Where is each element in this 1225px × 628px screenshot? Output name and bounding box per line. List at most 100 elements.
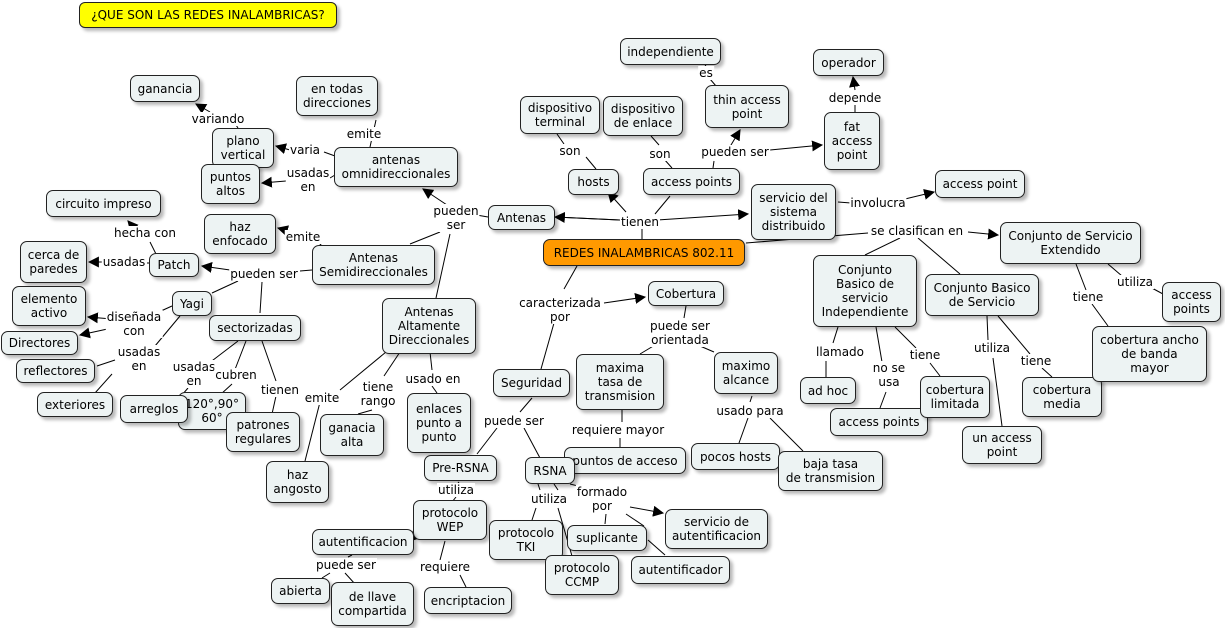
node-puntos-de-acceso[interactable]: puntos de acceso [564,447,686,474]
node-operador[interactable]: operador [813,49,884,76]
node-servicio-de-autentificacion[interactable]: servicio de autentificacion [665,509,768,549]
link-label-puede-ser: puede ser [315,558,377,572]
node-un-access-point[interactable]: un access point [962,426,1042,464]
node-120-90-60[interactable]: 120°,90° 60° [178,392,246,430]
node-reflectores[interactable]: reflectores [16,359,95,383]
node-conjunto-basico-de-servicio[interactable]: Conjunto Basico de Servicio [925,274,1039,316]
link-label-es: es [698,66,714,80]
node-enlaces-punto-a-punto[interactable]: enlaces punto a punto [407,393,471,453]
link-label-tiene: tiene [1019,354,1053,368]
link-label-emite: emite [303,391,341,405]
node-cobertura-ancho-banda-mayor[interactable]: cobertura ancho de banda mayor [1092,326,1207,382]
node-cobertura[interactable]: Cobertura [648,281,724,306]
node-access-point-involucra[interactable]: access point [935,170,1025,198]
link-label-usadas: usadas [101,255,147,269]
node-protocolo-tki[interactable]: protocolo TKI [489,520,563,560]
node-baja-tasa-transmision[interactable]: baja tasa de transmision [778,451,883,491]
link-label-formado-por: formado por [575,485,629,513]
node-elemento-activo[interactable]: elemento activo [12,286,86,326]
node-puntos-altos[interactable]: puntos altos [201,164,260,204]
node-cobertura-limitada[interactable]: cobertura limitada [920,376,990,418]
node-exteriores[interactable]: exteriores [37,392,113,417]
node-suplicante[interactable]: suplicante [567,525,647,551]
node-circuito-impreso[interactable]: circuito impreso [46,190,161,217]
link-label-varia: varia [288,143,322,157]
node-sectorizadas[interactable]: sectorizadas [209,315,301,341]
node-arreglos[interactable]: arreglos [120,395,188,423]
link-label-cubren: cubren [214,368,258,382]
link-label-llamado: llamado [814,345,866,359]
link-label-tienen: tienen [619,215,661,229]
node-haz-angosto[interactable]: haz angosto [266,461,329,503]
node-patch[interactable]: Patch [149,253,199,277]
node-autentificacion[interactable]: autentificacion [312,529,414,555]
node-plano-vertical[interactable]: plano vertical [212,128,274,168]
node-protocolo-ccmp[interactable]: protocolo CCMP [545,555,619,595]
node-conjunto-basico-servicio-independiente[interactable]: Conjunto Basico de servicio Independient… [813,255,917,327]
node-ganancia[interactable]: ganancia [130,75,200,102]
node-patrones-regulares[interactable]: patrones regulares [226,412,300,452]
link-label-utiliza: utiliza [530,492,568,506]
node-rsna[interactable]: RSNA [525,457,575,484]
node-haz-enfocado[interactable]: haz enfocado [204,214,276,254]
link-label-utiliza: utiliza [1116,275,1154,289]
link-label-utiliza: utiliza [973,341,1011,355]
link-label-usado-en: usado en [404,372,462,386]
link-label-puede-ser-orientada: puede ser orientada [649,319,711,347]
node-maximo-alcance[interactable]: maximo alcance [714,352,778,394]
node-hosts[interactable]: hosts [568,169,619,195]
node-seguridad[interactable]: Seguridad [493,369,570,397]
link-label-emite: emite [284,230,322,244]
node-maxima-tasa-transmision[interactable]: maxima tasa de transmision [576,354,664,410]
node-conjunto-servicio-extendido[interactable]: Conjunto de Servicio Extendido [1000,222,1141,264]
link-label-usadas-en: usadas en [116,345,162,373]
node-encriptacion[interactable]: encriptacion [424,587,512,614]
node-fat-access-point[interactable]: fat access point [824,112,880,170]
link-label-tienen: tienen [259,383,301,397]
link-label-son: son [558,144,582,158]
link-label-requiere: requiere [418,560,472,574]
node-thin-access-point[interactable]: thin access point [705,85,789,128]
node-redes-inalambricas[interactable]: REDES INALAMBRICAS 802.11 [543,239,745,266]
link-label-puede-ser: puede ser [483,414,545,428]
link-label-caracterizada-por: caracterizada por [518,296,602,324]
node-access-points[interactable]: access points [643,168,740,195]
node-ganacia-alta[interactable]: ganacia alta [320,414,384,456]
node-en-todas-direcciones[interactable]: en todas direcciones [296,76,378,116]
link-label-tiene: tiene [908,348,942,362]
node-dispositivo-terminal[interactable]: dispositivo terminal [520,96,600,134]
node-independiente[interactable]: independiente [620,38,721,65]
link-label-variando: variando [190,112,246,126]
link-label-depende: depende [827,91,883,105]
node-access-points-cbsi[interactable]: access points [830,408,928,436]
node-access-points-cse[interactable]: access points [1162,282,1221,322]
node-antenas-omnidireccionales[interactable]: antenas omnidireccionales [334,147,458,187]
link-label-pueden-ser: pueden ser [432,204,480,232]
node-pre-rsna[interactable]: Pre-RSNA [424,455,497,481]
link-label-usadas-en: usadas en [171,360,217,388]
node-cobertura-media[interactable]: cobertura media [1022,377,1102,417]
node-antenas[interactable]: Antenas [488,205,555,230]
node-ad-hoc[interactable]: ad hoc [800,377,856,404]
node-directores[interactable]: Directores [1,331,78,355]
link-label-son: son [648,147,672,161]
link-label-hecha-con: hecha con [113,226,177,240]
node-de-llave-compartida[interactable]: de llave compartida [331,582,414,626]
link-label-requiere-mayor: requiere mayor [570,423,666,437]
link-label-utiliza: utiliza [437,483,475,497]
node-abierta[interactable]: abierta [271,578,330,604]
node-cerca-de-paredes[interactable]: cerca de paredes [20,241,87,283]
node-yagi[interactable]: Yagi [172,291,212,316]
link-label-tiene: tiene [1071,290,1105,304]
node-pocos-hosts[interactable]: pocos hosts [691,443,780,470]
link-label-se-clasifican-en: se clasifican en [869,224,965,238]
link-label-disenada-con: diseñada con [105,310,163,338]
node-autentificador[interactable]: autentificador [631,556,730,584]
link-label-emite: emite [345,127,383,141]
node-servicio-sistema-distribuido[interactable]: servicio del sistema distribuido [751,184,836,240]
node-protocolo-wep[interactable]: protocolo WEP [413,500,487,540]
node-dispositivo-de-enlace[interactable]: dispositivo de enlace [603,96,683,136]
node-antenas-semidireccionales[interactable]: Antenas Semidireccionales [312,245,435,285]
link-label-usado-para: usado para [715,404,785,418]
node-antenas-altamente-direccionales[interactable]: Antenas Altamente Direccionales [382,298,476,354]
